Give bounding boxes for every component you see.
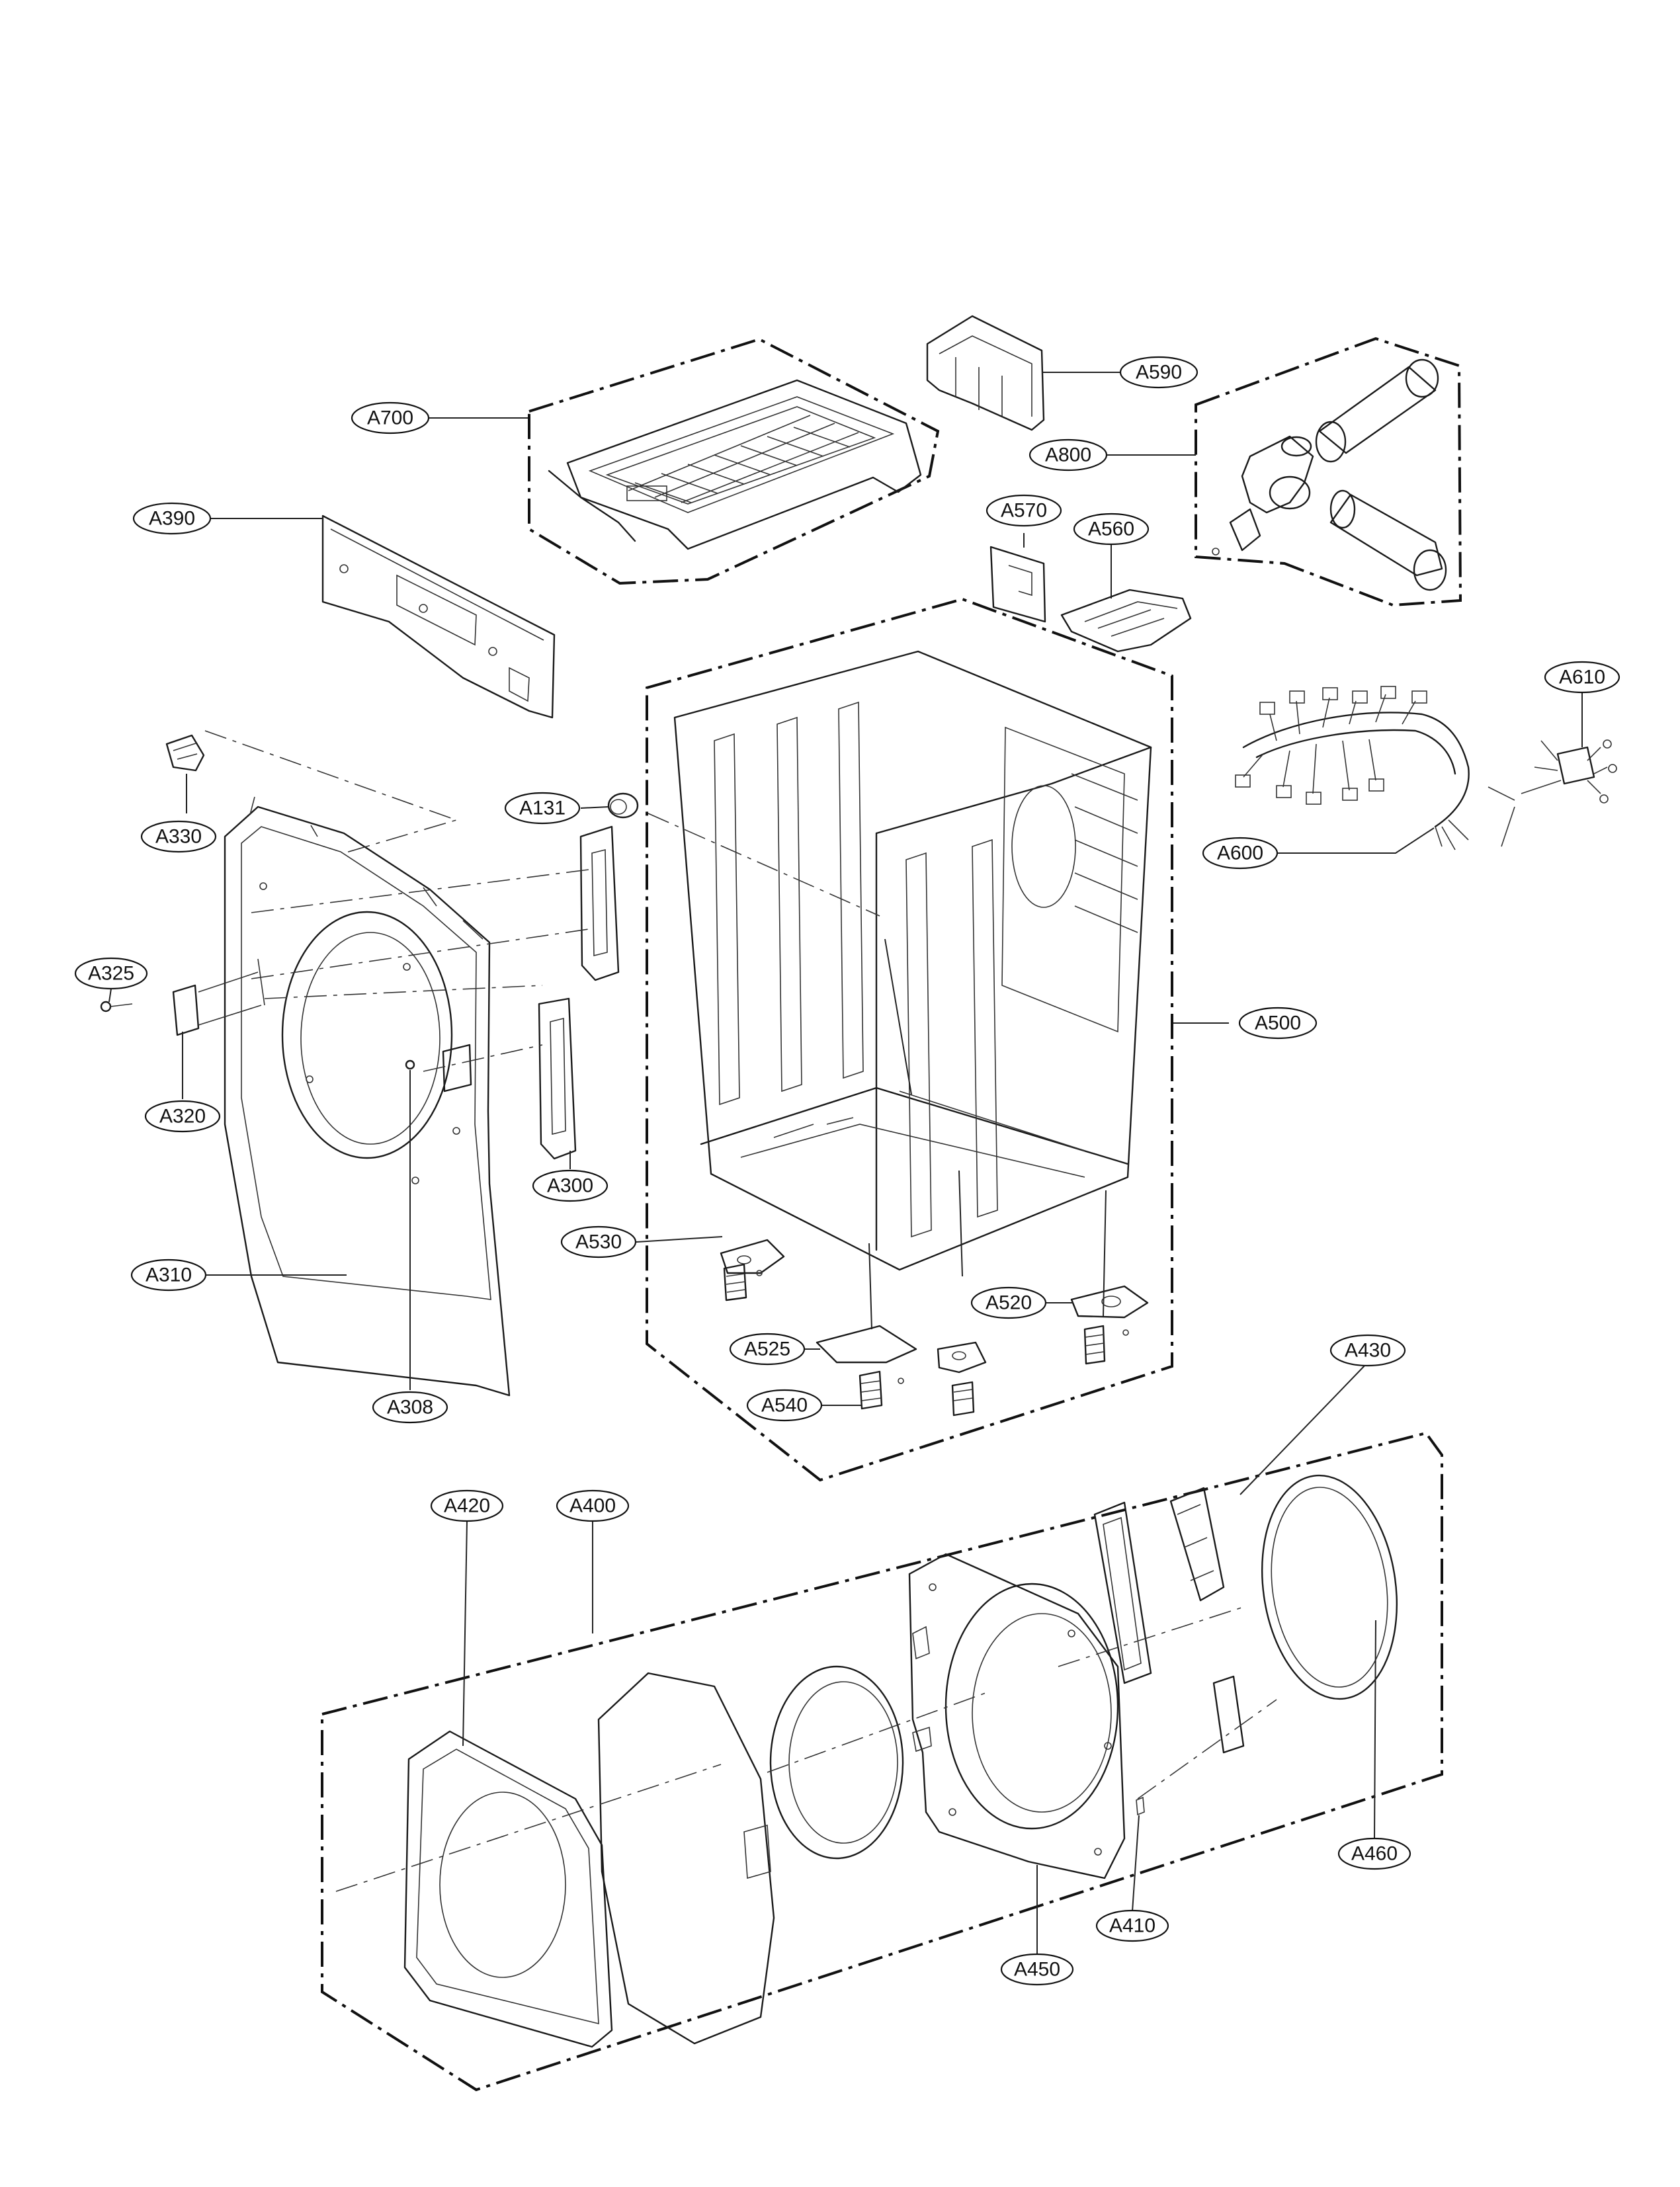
door-cover-part bbox=[597, 1672, 775, 2045]
group-box-cabinet bbox=[646, 597, 1173, 1482]
hinge-assembly-part bbox=[1093, 1487, 1225, 1684]
screw-part bbox=[100, 1001, 133, 1012]
leveling-foot-part-a540 bbox=[859, 1370, 883, 1410]
front-foot-bracket-part bbox=[720, 1239, 785, 1274]
callout-label-A400: A400 bbox=[569, 1495, 616, 1517]
callout-A530: A530 bbox=[560, 1225, 637, 1259]
callout-label-A330: A330 bbox=[155, 826, 202, 848]
callout-A308: A308 bbox=[372, 1391, 448, 1424]
callout-label-A600: A600 bbox=[1217, 843, 1263, 864]
callout-label-A390: A390 bbox=[149, 508, 195, 530]
callout-label-A310: A310 bbox=[146, 1264, 192, 1286]
callout-label-A520: A520 bbox=[986, 1292, 1032, 1314]
wire-harness-part bbox=[1235, 686, 1470, 850]
callout-label-A320: A320 bbox=[159, 1106, 206, 1128]
door-screw-part bbox=[405, 1059, 415, 1070]
sensor-part bbox=[1488, 739, 1617, 847]
right-foot-bracket-part bbox=[1070, 1285, 1149, 1365]
inner-glass-part bbox=[769, 1665, 904, 1860]
group-box-door bbox=[321, 1431, 1443, 2092]
callout-label-A300: A300 bbox=[547, 1175, 593, 1197]
callout-A330: A330 bbox=[140, 820, 217, 853]
callout-A320: A320 bbox=[144, 1100, 221, 1133]
group-box-top-grille bbox=[528, 337, 940, 585]
callout-label-A560: A560 bbox=[1088, 518, 1134, 540]
callout-label-A530: A530 bbox=[575, 1231, 622, 1253]
callout-label-A500: A500 bbox=[1255, 1012, 1301, 1034]
callout-A800: A800 bbox=[1029, 438, 1108, 472]
door-frame-part bbox=[403, 1730, 613, 2048]
callout-A300: A300 bbox=[532, 1169, 609, 1202]
callout-A450: A450 bbox=[1000, 1953, 1074, 1986]
callout-A410: A410 bbox=[1095, 1909, 1169, 1942]
callout-A310: A310 bbox=[130, 1259, 207, 1292]
callout-A500: A500 bbox=[1238, 1007, 1318, 1040]
callout-A525: A525 bbox=[729, 1333, 806, 1366]
callout-label-A800: A800 bbox=[1045, 444, 1091, 466]
exhaust-duct-part bbox=[1212, 358, 1447, 591]
callout-label-A610: A610 bbox=[1559, 667, 1605, 688]
lower-hinge-bracket-part bbox=[538, 997, 577, 1160]
door-gasket-part bbox=[1261, 1474, 1398, 1700]
callout-A400: A400 bbox=[556, 1489, 630, 1522]
rear-foot-bracket-part bbox=[816, 1325, 917, 1384]
callout-A570: A570 bbox=[986, 494, 1062, 527]
projection-lines bbox=[204, 730, 1277, 1892]
callout-A600: A600 bbox=[1202, 837, 1279, 870]
top-grille-part bbox=[548, 379, 922, 550]
callout-A540: A540 bbox=[746, 1389, 823, 1422]
callout-A700: A700 bbox=[351, 401, 430, 434]
callout-label-A131: A131 bbox=[519, 798, 566, 819]
roller-part bbox=[607, 792, 639, 819]
callout-label-A450: A450 bbox=[1014, 1959, 1060, 1981]
callout-A390: A390 bbox=[132, 502, 212, 535]
front-panel-part bbox=[224, 796, 511, 1397]
callout-label-A308: A308 bbox=[387, 1397, 433, 1419]
door-clip-part bbox=[1136, 1675, 1245, 1816]
callout-label-A430: A430 bbox=[1345, 1340, 1391, 1362]
callout-A460: A460 bbox=[1337, 1837, 1411, 1870]
callout-A520: A520 bbox=[970, 1286, 1047, 1319]
callout-label-A325: A325 bbox=[88, 963, 134, 985]
leader-lines bbox=[108, 372, 1583, 1954]
callout-A131: A131 bbox=[504, 792, 581, 825]
callout-A610: A610 bbox=[1544, 661, 1620, 694]
leveling-foot-part-left bbox=[723, 1263, 763, 1301]
callout-label-A525: A525 bbox=[744, 1339, 790, 1360]
callout-label-A700: A700 bbox=[367, 407, 413, 429]
callout-A420: A420 bbox=[430, 1489, 504, 1522]
callout-A560: A560 bbox=[1073, 513, 1150, 546]
callout-label-A460: A460 bbox=[1351, 1843, 1398, 1865]
upper-hinge-bracket-part bbox=[579, 825, 620, 981]
callout-label-A410: A410 bbox=[1109, 1915, 1155, 1937]
callout-label-A540: A540 bbox=[761, 1395, 808, 1417]
rear-top-panel-part bbox=[321, 515, 556, 719]
vent-bracket-part bbox=[926, 315, 1045, 431]
callout-label-A420: A420 bbox=[444, 1495, 490, 1517]
callout-label-A590: A590 bbox=[1136, 362, 1182, 384]
hinge-bracket-part bbox=[172, 958, 265, 1036]
leveling-foot-part-center bbox=[937, 1341, 987, 1417]
callout-A430: A430 bbox=[1329, 1334, 1406, 1367]
callout-A590: A590 bbox=[1119, 356, 1198, 389]
callout-A325: A325 bbox=[74, 957, 148, 990]
callout-label-A570: A570 bbox=[1001, 500, 1047, 522]
switch-part bbox=[165, 734, 205, 772]
cover-plate-part bbox=[989, 546, 1046, 623]
group-box-exhaust-duct bbox=[1195, 337, 1462, 607]
door-liner-part bbox=[908, 1553, 1126, 1879]
cabinet-part bbox=[673, 650, 1152, 1271]
heater-connector-part bbox=[1060, 589, 1192, 653]
